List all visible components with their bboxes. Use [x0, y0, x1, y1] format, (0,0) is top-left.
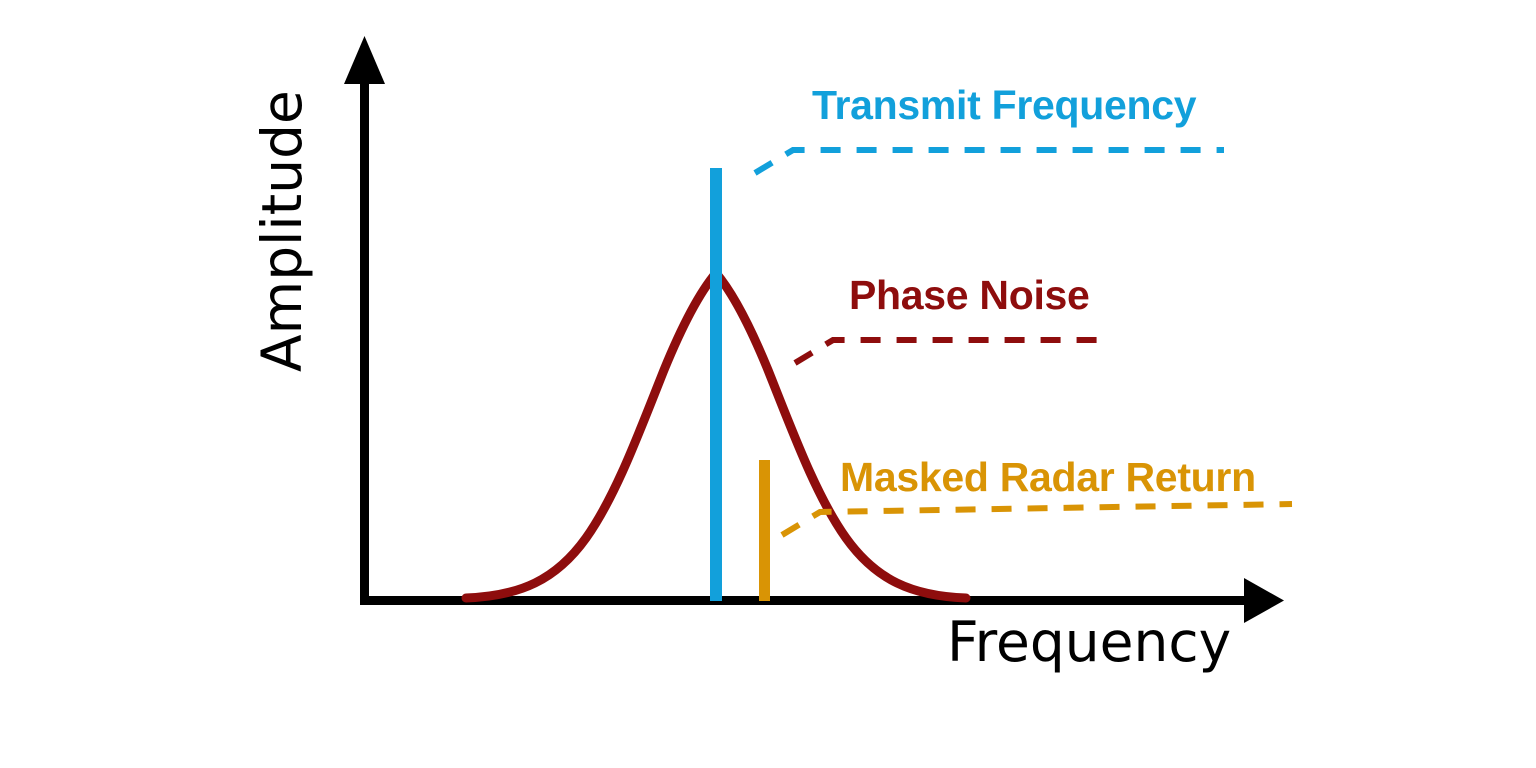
axes-group [344, 36, 1284, 623]
annotation-label-masked-radar-return: Masked Radar Return [840, 454, 1256, 500]
x-axis-arrow-icon [1244, 578, 1284, 623]
masked-radar-return-bar [759, 460, 770, 601]
masked-radar-return-leader-line [780, 501, 1293, 538]
phase-noise-leader-line [793, 337, 1107, 366]
y-axis-arrow-icon [344, 36, 385, 84]
transmit-frequency-leader-line [753, 147, 1224, 176]
y-axis-label: Amplitude [250, 90, 314, 372]
annotation-label-transmit-frequency: Transmit Frequency [812, 82, 1197, 128]
x-axis-label: Frequency [947, 610, 1232, 674]
transmit-frequency-bar [710, 168, 722, 601]
annotation-label-phase-noise: Phase Noise [849, 272, 1090, 318]
